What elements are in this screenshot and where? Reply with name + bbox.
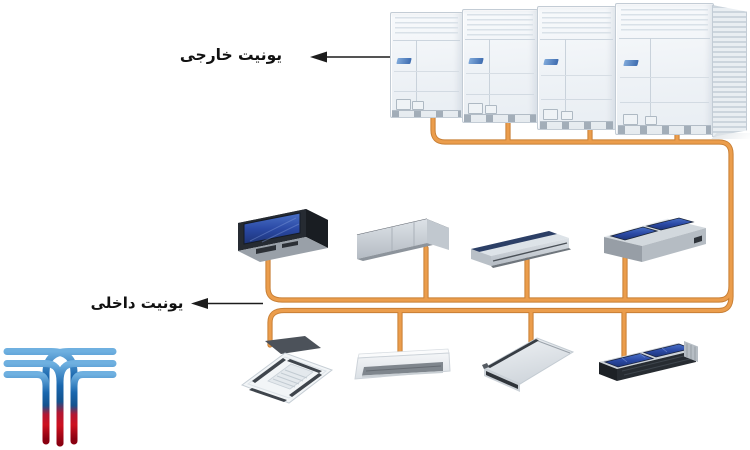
- indoor-label-arrow: [191, 298, 263, 309]
- indoor-unit-cassette-1way: [482, 337, 575, 392]
- outdoor-label-arrow: [310, 51, 391, 63]
- air-inlet-slot: [471, 231, 557, 252]
- refrigerant-pipes: [265, 111, 734, 361]
- indoor-unit-ducted-slim: [471, 231, 571, 268]
- blue-filter-panel: [243, 212, 301, 245]
- fan-inlet-2: [645, 217, 695, 231]
- indoor-unit-ducted-large: [603, 217, 706, 262]
- indoor-unit-label: یونیت داخلی: [90, 294, 184, 312]
- outdoor-unit-label: یونیت خارجی: [179, 46, 283, 64]
- fan-inlet-1: [609, 226, 659, 241]
- indoor-unit-ducted-1: [238, 209, 328, 262]
- indoor-unit-ducted-blue-filter: [599, 341, 698, 381]
- indoor-unit-ducted-2: [356, 218, 449, 261]
- one-way-panel: [482, 337, 575, 385]
- indoor-unit-cassette-4way: [240, 336, 334, 404]
- arrow-left-head: [191, 298, 208, 309]
- indoor-unit-wall-mounted: [354, 348, 451, 380]
- company-logo: [3, 348, 117, 447]
- pipe-highlight-stroke: [266, 112, 733, 360]
- blue-filter-1: [603, 353, 655, 368]
- arrow-left-head: [310, 51, 327, 63]
